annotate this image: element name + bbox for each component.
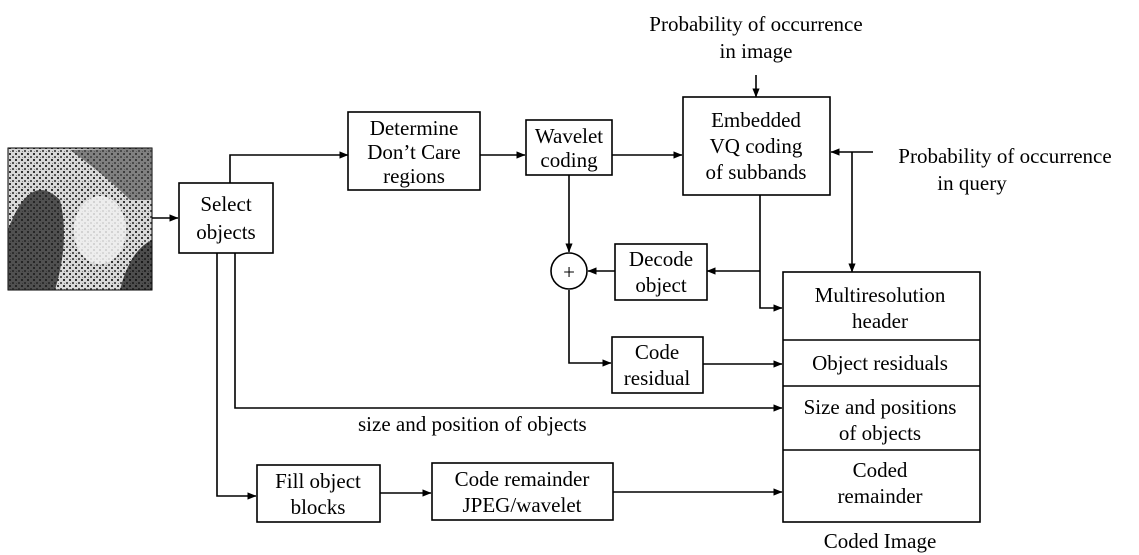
coded-row-header-line2: header bbox=[852, 309, 908, 333]
arrow-sum-to-code-residual bbox=[568, 290, 612, 367]
wavelet-line2: coding bbox=[540, 148, 598, 172]
embedded-vq-box: Embedded VQ coding of subbands bbox=[682, 96, 831, 196]
coded-row-remainder-line2: remainder bbox=[837, 484, 922, 508]
dont-care-line2: Don’t Care bbox=[367, 140, 461, 164]
decode-object-box: Decode object bbox=[614, 243, 708, 301]
coded-row-size-line2: of objects bbox=[839, 421, 921, 445]
coded-row-remainder-line1: Coded bbox=[853, 458, 908, 482]
embedded-vq-line1: Embedded bbox=[711, 108, 801, 132]
coded-row-residuals: Object residuals bbox=[812, 351, 948, 375]
wavelet-coding-box: Wavelet coding bbox=[525, 119, 613, 176]
decode-object-line2: object bbox=[635, 273, 686, 297]
select-objects-line2: objects bbox=[196, 220, 255, 244]
code-residual-box: Code residual bbox=[611, 336, 704, 394]
prob-query-line1: Probability of occurrence bbox=[898, 144, 1111, 168]
arrow-select-to-dontcare bbox=[229, 151, 349, 183]
fill-object-blocks-box: Fill object blocks bbox=[256, 464, 381, 523]
prob-image-line1: Probability of occurrence bbox=[649, 12, 862, 36]
arrow-select-to-fill bbox=[216, 253, 257, 500]
select-objects-box: Select objects bbox=[178, 182, 274, 254]
decode-object-line1: Decode bbox=[629, 247, 693, 271]
dont-care-box: Determine Don’t Care regions bbox=[347, 111, 481, 191]
dont-care-line1: Determine bbox=[370, 116, 459, 140]
code-remainder-line2: JPEG/wavelet bbox=[463, 493, 582, 517]
prob-query-line2: in query bbox=[937, 171, 1007, 195]
coded-row-size-line1: Size and positions bbox=[804, 395, 957, 419]
embedded-vq-line3: of subbands bbox=[706, 160, 807, 184]
input-image bbox=[7, 147, 153, 291]
coded-image-stack: Multiresolution header Object residuals … bbox=[782, 271, 981, 553]
fill-blocks-line1: Fill object bbox=[275, 469, 361, 493]
coded-image-caption: Coded Image bbox=[824, 529, 937, 553]
arrow-vq-to-header bbox=[759, 195, 783, 312]
embedded-vq-line2: VQ coding bbox=[710, 134, 803, 158]
connectors bbox=[152, 75, 873, 500]
sum-symbol: + bbox=[563, 260, 575, 284]
code-remainder-box: Code remainder JPEG/wavelet bbox=[431, 462, 614, 521]
code-residual-line2: residual bbox=[624, 366, 691, 390]
code-residual-line1: Code bbox=[635, 340, 679, 364]
prob-image-line2: in image bbox=[720, 39, 793, 63]
annotation-prob-query: Probability of occurrence in query bbox=[898, 144, 1111, 195]
coded-row-header-line1: Multiresolution bbox=[815, 283, 946, 307]
annotation-prob-image: Probability of occurrence in image bbox=[649, 12, 862, 63]
summing-junction: + bbox=[550, 252, 588, 290]
wavelet-line1: Wavelet bbox=[535, 124, 603, 148]
size-position-label: size and position of objects bbox=[358, 412, 587, 436]
dont-care-line3: regions bbox=[383, 164, 445, 188]
select-objects-line1: Select bbox=[200, 192, 251, 216]
fill-blocks-line2: blocks bbox=[291, 495, 346, 519]
code-remainder-line1: Code remainder bbox=[455, 467, 590, 491]
arrow-select-to-size-position bbox=[234, 253, 783, 412]
